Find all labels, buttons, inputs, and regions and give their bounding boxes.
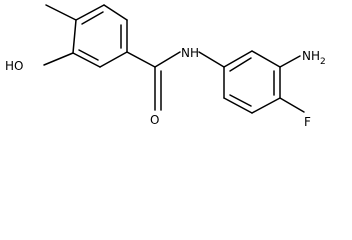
fluorine-label: F: [304, 115, 311, 129]
methyl-bond: [45, 4, 77, 21]
amide-nitrogen-label: N: [181, 46, 190, 60]
bond: [75, 4, 105, 21]
double-bond-inner: [78, 49, 99, 61]
left-benzene-ring: [72, 4, 128, 68]
bond: [72, 19, 77, 54]
double-bond-inner: [229, 57, 252, 72]
right-benzene-ring: [223, 50, 281, 114]
double-bond-inner: [229, 94, 252, 107]
bond: [72, 52, 101, 68]
carbonyl-oxygen-label: O: [150, 113, 159, 127]
amino-text: NH: [302, 49, 320, 63]
amino-subscript: 2: [320, 57, 326, 67]
structure-diagram: HO O N H NH2 F: [5, 4, 326, 129]
hydroxyl-label: HO: [5, 59, 23, 73]
bond: [223, 50, 253, 68]
ring-carbonyl-bond: [126, 51, 156, 68]
bond: [99, 51, 128, 68]
bond: [251, 50, 281, 68]
carbonyl-nitrogen-bond: [154, 51, 181, 68]
bond: [251, 97, 281, 114]
double-bond-inner: [81, 11, 104, 25]
hydroxyl-bond: [43, 52, 74, 66]
fluoro-bond: [279, 97, 305, 113]
amino-label: NH2: [302, 49, 326, 67]
amide-hydrogen-label: H: [190, 46, 199, 60]
bond: [223, 97, 253, 114]
amino-bond: [279, 55, 301, 68]
bond: [103, 4, 128, 21]
nitrogen-ring-bond: [198, 51, 225, 68]
